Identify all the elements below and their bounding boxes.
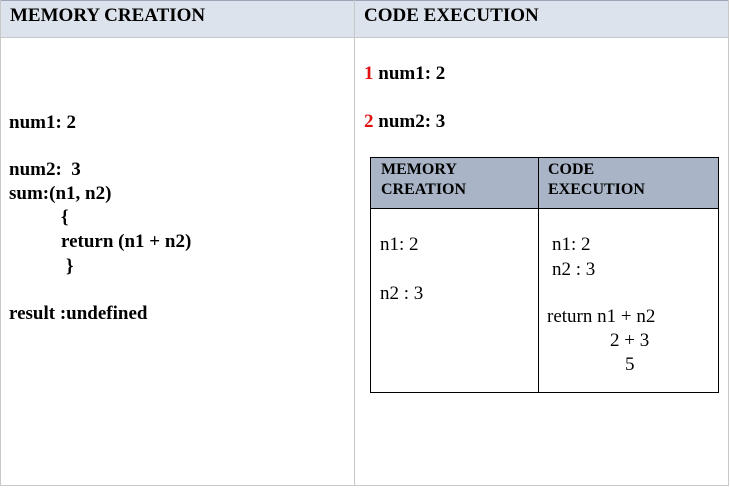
memory-num2: num2: 3 <box>9 159 81 180</box>
step-number: 2 <box>364 111 374 132</box>
code-execution-header: CODE EXECUTION <box>355 0 728 38</box>
inner-code-header: CODE EXECUTION <box>548 161 645 198</box>
step-text: num2: 3 <box>378 111 446 132</box>
column-divider <box>354 0 355 486</box>
memory-creation-header: MEMORY CREATION <box>1 0 354 38</box>
inner-code-n1: n1: 2 <box>552 234 591 255</box>
memory-creation-header-label: MEMORY CREATION <box>10 5 206 26</box>
step-number: 1 <box>364 63 374 84</box>
execution-step-2: 2 num2: 3 <box>364 110 445 134</box>
inner-memory-header: MEMORY CREATION <box>381 161 467 198</box>
code-execution-header-label: CODE EXECUTION <box>364 5 539 26</box>
inner-code-n2: n2 : 3 <box>552 259 596 280</box>
memory-result: result :undefined <box>9 303 148 324</box>
inner-table-header <box>371 158 718 209</box>
memory-sum: sum:(n1, n2) <box>9 183 112 204</box>
inner-code-result: 5 <box>625 354 635 375</box>
memory-return-line: return (n1 + n2) <box>61 231 192 252</box>
inner-code-sum: 2 + 3 <box>610 330 650 351</box>
function-execution-context-table: MEMORY CREATION CODE EXECUTION n1: 2 n2 … <box>370 157 719 393</box>
inner-column-divider <box>538 158 539 392</box>
inner-memory-n1: n1: 2 <box>380 234 419 255</box>
memory-open-brace: { <box>61 207 69 228</box>
execution-step-1: 1 num1: 2 <box>364 62 445 86</box>
inner-code-return: return n1 + n2 <box>547 306 656 327</box>
memory-close-brace: } <box>66 256 74 277</box>
inner-memory-n2: n2 : 3 <box>380 283 424 304</box>
memory-num1: num1: 2 <box>9 112 77 133</box>
step-text: num1: 2 <box>378 63 446 84</box>
